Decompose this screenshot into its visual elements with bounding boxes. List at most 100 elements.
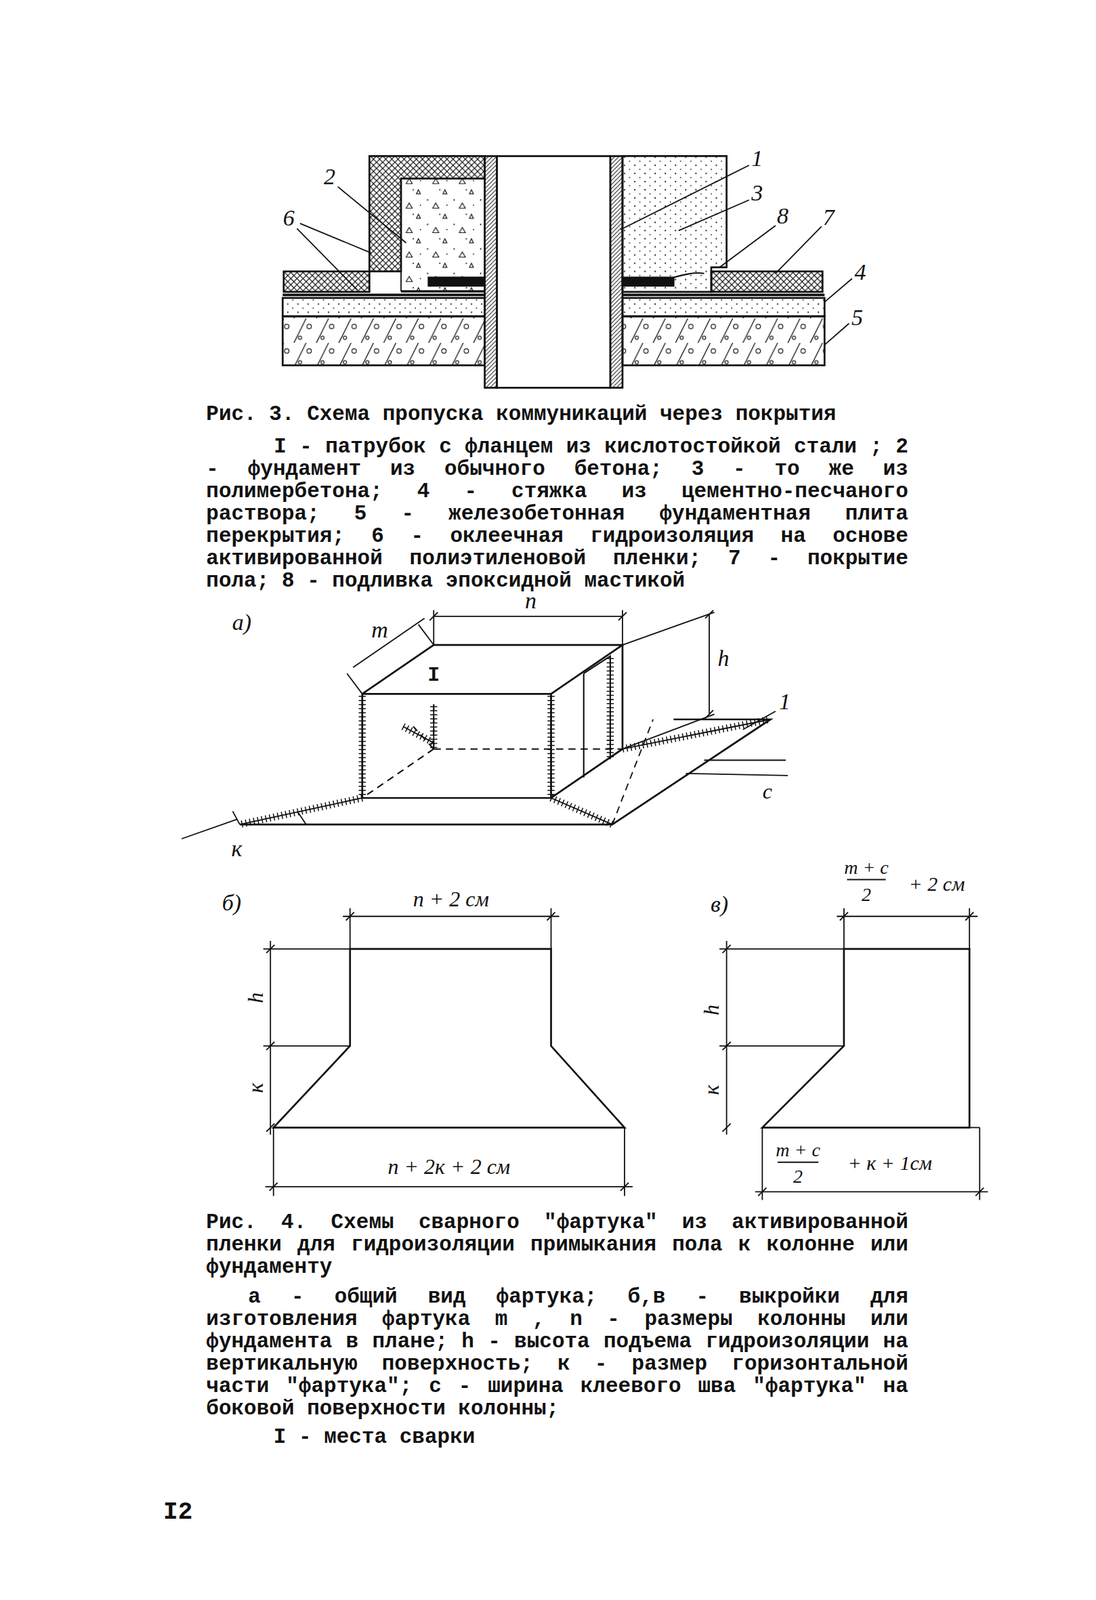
callout-number: 7 xyxy=(823,205,835,229)
fraction-denominator: 2 xyxy=(793,1167,803,1187)
dimension-line xyxy=(263,940,351,1135)
dimension-label: n xyxy=(524,589,537,613)
dimension-line xyxy=(755,1127,988,1201)
dimension-label: к xyxy=(231,837,243,861)
dimension-label: m xyxy=(371,618,389,642)
dimension-line xyxy=(969,1127,980,1129)
section-drawing xyxy=(369,155,485,271)
section-drawing xyxy=(622,298,825,317)
apron-view xyxy=(362,703,623,798)
dimension-line xyxy=(269,1182,629,1191)
dimension-label: h xyxy=(718,646,730,670)
weld-seam xyxy=(239,658,771,826)
section-drawing xyxy=(497,155,611,388)
dimension-line xyxy=(433,610,623,645)
dimension-line xyxy=(181,610,788,839)
dimension-line xyxy=(265,1127,633,1197)
dimension-label: h xyxy=(700,1004,723,1016)
section-drawing xyxy=(622,277,674,286)
fraction-bar xyxy=(777,1161,819,1164)
figure-letter: в) xyxy=(710,892,729,916)
dimension-line xyxy=(429,612,627,621)
callout-number: 1 xyxy=(751,146,763,171)
dimension-label: h xyxy=(244,992,267,1004)
leader-line xyxy=(296,228,357,290)
dimension-line xyxy=(719,940,845,1135)
section-drawing xyxy=(428,277,486,286)
dimension-label: + 2 см xyxy=(909,873,966,895)
callout-number: 8 xyxy=(776,204,789,228)
fraction-denominator: 2 xyxy=(861,885,872,905)
dimension-line xyxy=(622,612,715,750)
section-drawing xyxy=(401,178,486,292)
dimension-line xyxy=(757,1187,984,1196)
dimension-line xyxy=(705,610,714,719)
section-drawing xyxy=(610,155,623,388)
note-text: I - места сварки xyxy=(273,1426,476,1448)
callout-number: 1 xyxy=(778,690,791,714)
dimension-label: + к + 1см xyxy=(847,1152,932,1174)
section-drawing xyxy=(485,155,498,388)
apron-view xyxy=(583,656,611,778)
fraction-bar xyxy=(846,879,886,881)
fraction-bar xyxy=(777,879,887,1162)
section-drawing xyxy=(622,316,825,366)
figure-letter: а) xyxy=(232,610,252,635)
figure-caption: Рис. 3. Схема пропуска коммуникаций чере… xyxy=(205,403,908,426)
callout-number: 6 xyxy=(283,206,295,230)
section-drawing xyxy=(711,271,823,292)
dimension-line xyxy=(722,944,731,1132)
weld-seam xyxy=(239,658,771,826)
dimension-line xyxy=(839,912,974,921)
fraction-numerator: m + c xyxy=(775,1140,821,1160)
leader-line xyxy=(824,323,849,346)
pattern-outline xyxy=(273,949,625,1128)
section-drawing xyxy=(673,272,704,278)
page-number: I2 xyxy=(163,1500,193,1525)
callout-number: 4 xyxy=(854,260,866,284)
weld-mark: I xyxy=(427,665,440,686)
leader-line xyxy=(338,186,407,244)
leader-line xyxy=(824,278,853,303)
leader-line xyxy=(300,223,372,254)
figure-letter: б) xyxy=(222,891,242,915)
dimension-label: n + 2 см xyxy=(413,888,490,910)
leader-line xyxy=(620,165,750,230)
leader-line xyxy=(678,199,750,231)
callout-number: 5 xyxy=(851,306,863,330)
dimension-line xyxy=(346,912,556,921)
callout-number: 2 xyxy=(323,165,336,189)
section-drawing xyxy=(282,298,485,317)
dimension-line xyxy=(263,908,633,1197)
dimension-line xyxy=(836,908,978,950)
dimension-line xyxy=(346,618,434,694)
apron-view xyxy=(551,644,623,798)
legend-text: а - общий вид фартука; б,в - выкройки дл… xyxy=(205,1285,908,1420)
dimension-label: к xyxy=(700,1084,723,1095)
dimension-label: к xyxy=(244,1082,267,1093)
legend-text: I - патрубок с фланцем из кислотостойкой… xyxy=(205,435,908,593)
section-drawing xyxy=(622,155,727,292)
pattern-outline xyxy=(762,949,970,1128)
pattern-outline xyxy=(762,949,970,1128)
fraction-numerator: m + c xyxy=(844,858,889,878)
section-drawing xyxy=(282,316,485,366)
dimension-line xyxy=(719,908,988,1201)
dimension-line xyxy=(181,811,307,840)
weld-seam xyxy=(239,658,771,826)
dimension-line xyxy=(266,944,275,1132)
apron-view xyxy=(612,719,653,825)
apron-view xyxy=(362,693,552,798)
callout-number: 3 xyxy=(751,181,763,205)
dimension-line xyxy=(685,760,788,776)
apron-view xyxy=(239,644,771,825)
leader-line xyxy=(719,225,776,268)
section-drawing xyxy=(282,155,825,388)
figure-caption: Рис. 4. Схемы сварного "фартука" из акти… xyxy=(205,1211,908,1279)
weld-seam xyxy=(239,658,771,826)
leader-line xyxy=(775,226,822,273)
dimension-label: n + 2к + 2 см xyxy=(387,1155,511,1178)
weld-seam xyxy=(239,658,771,826)
dimension-line xyxy=(743,711,776,730)
